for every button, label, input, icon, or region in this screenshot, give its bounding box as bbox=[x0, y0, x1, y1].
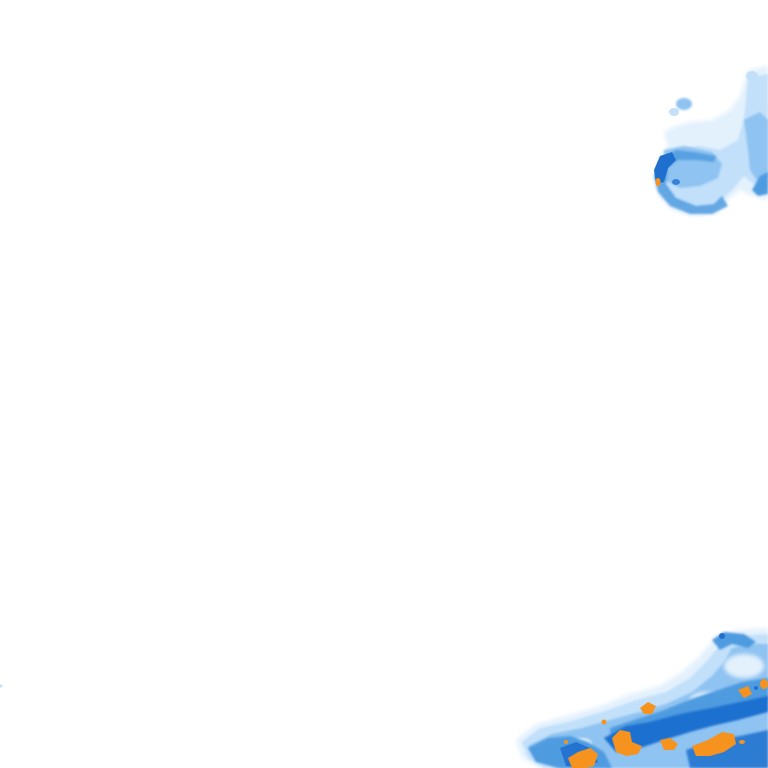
precip-intense-cell bbox=[601, 719, 607, 725]
precip-intense-cell bbox=[640, 702, 656, 714]
precip-stray-speck bbox=[0, 684, 3, 688]
precip-fleck bbox=[719, 633, 725, 639]
precip-intense-cell bbox=[612, 730, 642, 756]
precip-heavy-core bbox=[604, 696, 768, 752]
precip-medium-area bbox=[528, 644, 768, 768]
precip-intense-cell bbox=[760, 679, 768, 689]
precipitation-band-south bbox=[516, 628, 768, 768]
precipitation-cell-north bbox=[654, 66, 768, 216]
precip-fleck bbox=[746, 71, 758, 81]
precip-light-pocket bbox=[724, 654, 764, 678]
precip-fleck bbox=[669, 108, 679, 116]
precip-intense-cell bbox=[660, 738, 678, 750]
precip-strong-edge bbox=[752, 172, 768, 196]
precip-fleck bbox=[676, 98, 692, 110]
precip-fleck bbox=[754, 686, 758, 690]
precip-heavy-spot bbox=[663, 157, 669, 163]
precip-intense-cell bbox=[568, 748, 598, 768]
precip-heavy-spot bbox=[672, 179, 680, 185]
precip-intense-cell bbox=[738, 686, 752, 698]
precip-strong-edge bbox=[654, 150, 728, 214]
precip-medium-area bbox=[744, 112, 768, 182]
precip-intense-spot bbox=[655, 178, 661, 186]
precip-intense-cell bbox=[692, 732, 736, 756]
precip-heavy-edge bbox=[654, 152, 676, 184]
precip-intense-cell bbox=[739, 740, 745, 744]
precip-intense-cell bbox=[564, 740, 568, 744]
